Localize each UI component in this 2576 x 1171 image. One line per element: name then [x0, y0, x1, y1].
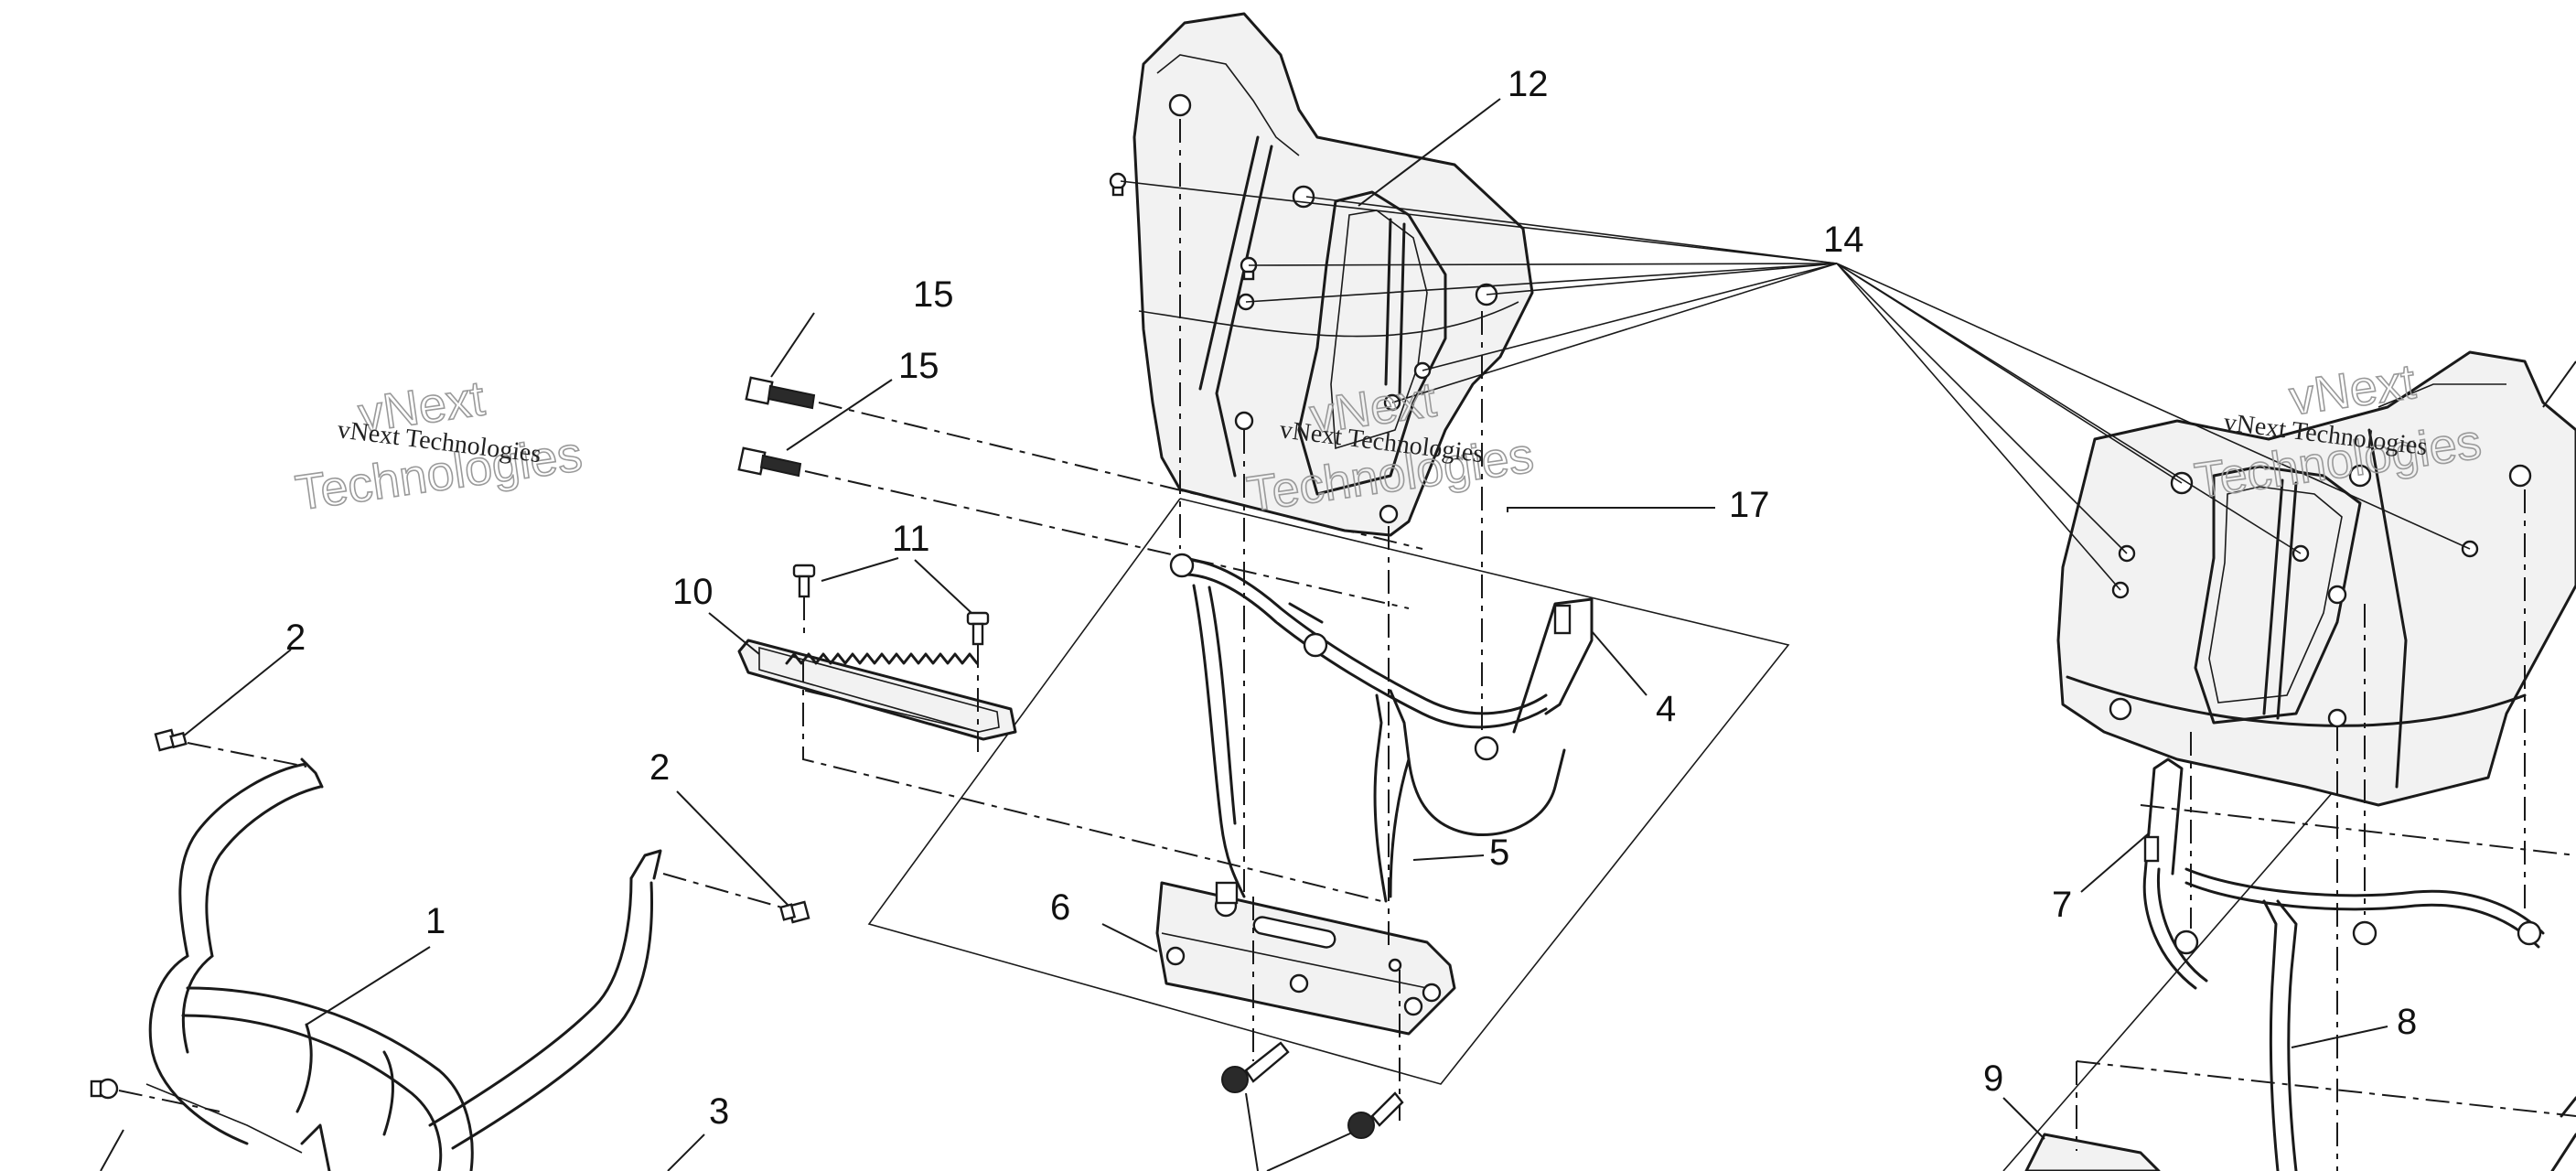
axis-line: [662, 873, 783, 908]
leader-17: [1507, 507, 1715, 512]
leader-5: [1412, 854, 1485, 861]
part-1-handle-bar: [145, 757, 662, 1171]
leader-11a: [821, 557, 899, 582]
nut-lower-right: [1347, 1091, 1404, 1139]
callout-6: 6: [1050, 887, 1070, 928]
leader-15a: [770, 312, 815, 378]
leader-10: [708, 612, 760, 655]
leader-12: [1358, 98, 1501, 207]
callout-12: 12: [1508, 64, 1549, 104]
part-15-bolt-lower: [737, 446, 802, 478]
part-15-bolt-upper: [745, 376, 816, 410]
screw-12b: [1240, 256, 1258, 281]
leader-right-edge: [2542, 360, 2576, 408]
part-5-bracket-left: [1169, 553, 1594, 903]
footrest-shell-right: [2056, 350, 2576, 807]
leader-nut-right: [1266, 1132, 1353, 1171]
part-8-bracket-right: [2142, 757, 2576, 1171]
callout-8: 8: [2397, 1002, 2417, 1042]
callout-15a: 15: [913, 274, 954, 315]
callout-9: 9: [1983, 1058, 2003, 1099]
part-2-bolt-left: [154, 728, 188, 752]
part-11-screw-right: [966, 611, 990, 646]
screw-12a: [1109, 172, 1127, 197]
callout-4: 4: [1656, 689, 1676, 729]
part-11-screw-left: [792, 564, 816, 598]
leader-1: [306, 946, 431, 1026]
leader-8: [2291, 1026, 2388, 1048]
leader-3: [667, 1133, 705, 1171]
axis-line: [804, 470, 1410, 609]
callout-1: 1: [425, 901, 445, 941]
bolt-lower-left: [90, 1078, 119, 1100]
callout-3: 3: [709, 1091, 729, 1132]
callout-17: 17: [1729, 485, 1770, 525]
part-12-footrest-shell: [1132, 12, 1534, 537]
callout-2b: 2: [649, 747, 670, 788]
callout-5: 5: [1489, 833, 1509, 873]
callout-15b: 15: [898, 346, 939, 386]
leader-2a: [182, 649, 292, 737]
leader-11b: [914, 559, 972, 614]
leader-6: [1101, 923, 1158, 952]
nut-lower-left: [1221, 1041, 1290, 1093]
part-2-bolt-right: [778, 900, 810, 924]
callout-11: 11: [892, 519, 930, 559]
leader-2b: [676, 790, 789, 907]
axis-line: [2140, 804, 2576, 856]
mounting-plane-left: [867, 498, 1790, 1085]
leader-lower-left: [100, 1129, 124, 1171]
leader-4: [1591, 630, 1648, 696]
part-6-mounting-plate: [1155, 881, 1456, 1036]
callout-10: 10: [672, 572, 714, 612]
leader-15b: [786, 379, 893, 451]
callout-7: 7: [2052, 885, 2072, 925]
callout-2a: 2: [285, 618, 306, 658]
axis-line: [802, 659, 1382, 902]
axis-line: [118, 1090, 220, 1112]
callout-14: 14: [1823, 220, 1864, 260]
leader-7: [2080, 832, 2151, 893]
leader-9: [2002, 1097, 2045, 1140]
axis-line: [2076, 1060, 2576, 1117]
axis-line: [187, 742, 307, 768]
leader-nut-left: [1245, 1092, 1259, 1171]
leader-14-fan: [1120, 180, 2471, 591]
part-9-mounting-plate-right: [2024, 1133, 2161, 1171]
part-10-foot-step: [737, 639, 1017, 741]
